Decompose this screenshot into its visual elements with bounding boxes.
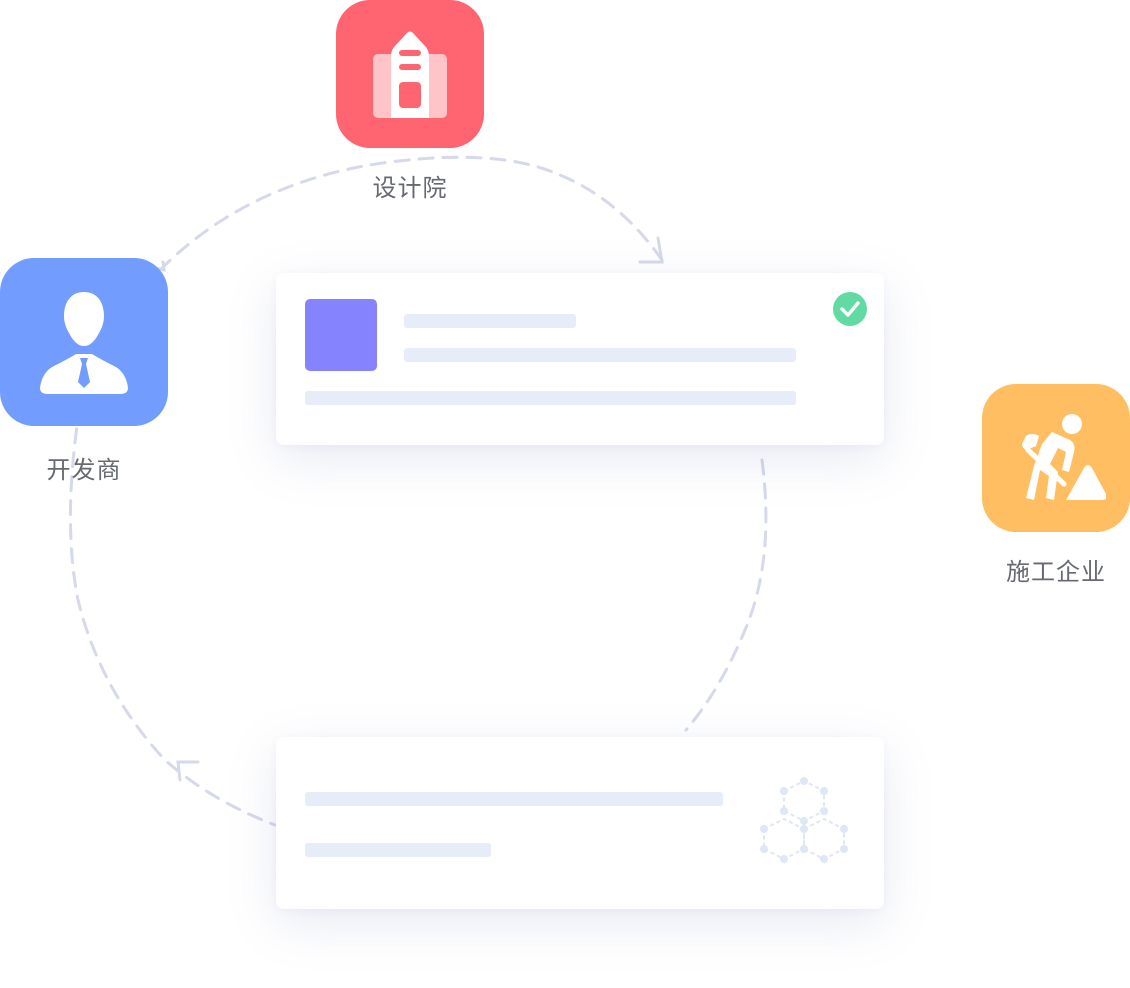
- check-circle-icon: [833, 292, 867, 326]
- construction-company-label: 施工企业: [1006, 558, 1106, 586]
- placeholder-line-short: [305, 843, 491, 857]
- placeholder-line-title: [404, 314, 576, 328]
- ring-arc-left: [68, 403, 277, 827]
- ring-arc-design-to-card: [158, 155, 664, 272]
- document-card-bottom[interactable]: [276, 737, 884, 909]
- design-institute-tile[interactable]: [336, 0, 484, 148]
- arrow-head-left: [176, 760, 200, 782]
- construction-worker-icon: [1022, 414, 1106, 500]
- card-thumbnail: [305, 299, 377, 371]
- design-institute-label: 设计院: [372, 174, 448, 202]
- placeholder-line-long: [305, 792, 723, 806]
- arrow-head-top: [638, 236, 664, 264]
- developer-label: 开发商: [46, 456, 122, 484]
- businessman-icon: [40, 292, 128, 394]
- document-card-top[interactable]: [276, 273, 884, 445]
- ring-arc-right: [684, 458, 768, 732]
- construction-company-tile[interactable]: [982, 384, 1130, 532]
- developer-tile[interactable]: [0, 258, 168, 426]
- hexagon-network-icon: [760, 777, 848, 863]
- placeholder-line-subtitle: [404, 348, 796, 362]
- placeholder-line-body: [305, 391, 796, 405]
- building-icon: [373, 31, 447, 118]
